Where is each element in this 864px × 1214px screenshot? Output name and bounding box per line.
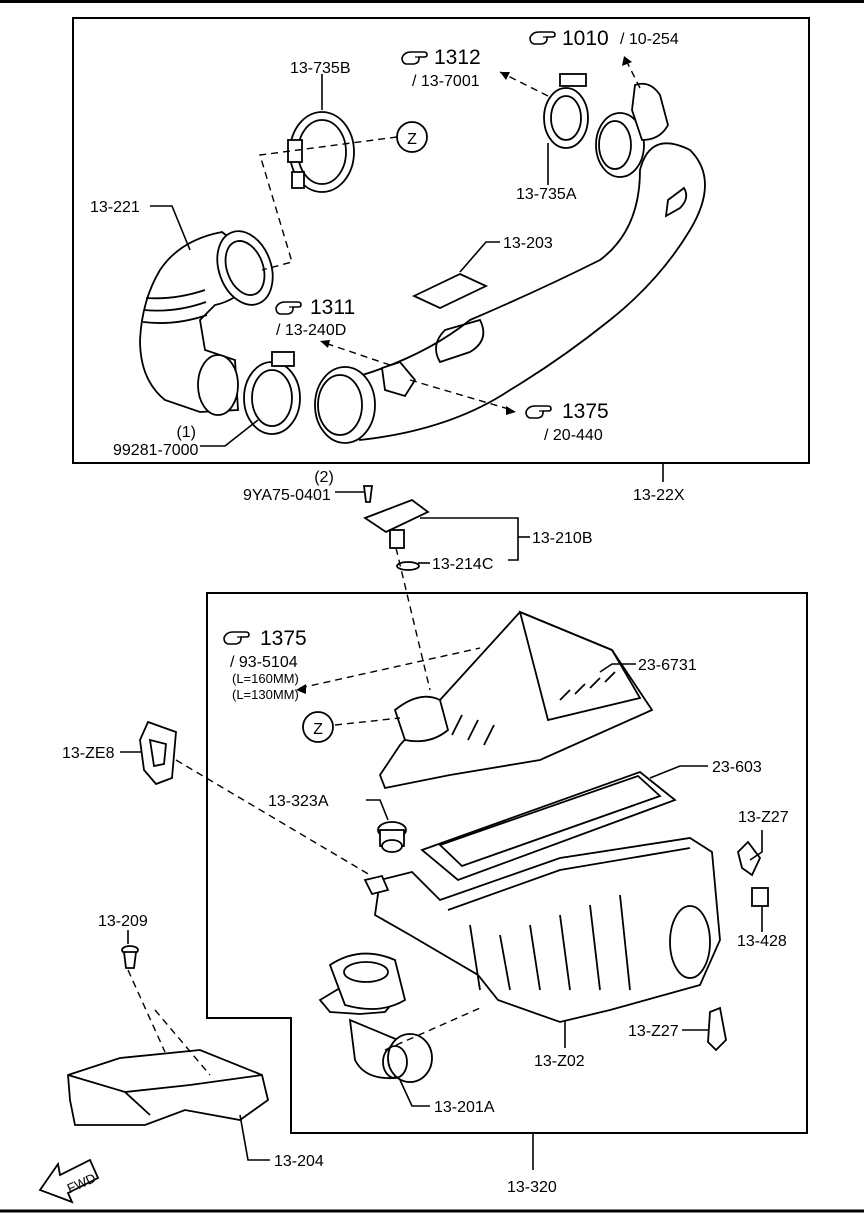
label-13-z02: 13-Z02 <box>534 1053 585 1070</box>
label-13-214c: 13-214C <box>432 556 493 573</box>
svg-text:1311: 1311 <box>310 296 355 319</box>
label-13-22x: 13-22X <box>633 487 685 504</box>
duct-13-204 <box>67 1049 270 1126</box>
grommet-13-323a <box>377 821 407 853</box>
label-99281-7000: 99281-7000 <box>113 442 199 459</box>
label-13-z27-lower: 13-Z27 <box>628 1023 679 1040</box>
pointing-hand-icon <box>525 405 552 419</box>
svg-text:/ 10-254: / 10-254 <box>620 31 679 48</box>
part-13-428 <box>751 887 769 907</box>
label-9ya75-0401: 9YA75-0401 <box>243 487 331 504</box>
label-13-735a: 13-735A <box>516 186 577 203</box>
svg-text:1010: 1010 <box>562 27 609 50</box>
pointing-hand-icon <box>223 631 250 645</box>
label-13-320: 13-320 <box>507 1179 557 1196</box>
clamp-99281-7000 <box>243 351 301 435</box>
svg-text:1312: 1312 <box>434 46 481 69</box>
pointing-hand-icon <box>275 301 302 315</box>
label-13-735b: 13-735B <box>290 60 351 77</box>
svg-text:/ 13-240D: / 13-240D <box>276 322 346 339</box>
clip-13-z27-lower <box>707 1006 727 1052</box>
label-plate-13-203 <box>411 273 489 309</box>
duct-13-22x <box>314 82 706 444</box>
svg-text:1375: 1375 <box>260 627 307 650</box>
label-99281-qty: (1) <box>176 424 196 441</box>
ref-1311: 1311 / 13-240D <box>275 296 355 339</box>
sensor-13-210b <box>362 485 430 571</box>
clamp-13-735b <box>287 111 355 193</box>
svg-text:/ 20-440: / 20-440 <box>544 427 603 444</box>
label-13-221: 13-221 <box>90 199 140 216</box>
label-13-z27-upper: 13-Z27 <box>738 809 789 826</box>
label-13-203: 13-203 <box>503 235 553 252</box>
fwd-arrow-icon <box>38 1158 100 1204</box>
marker-z-lower: Z <box>302 711 334 743</box>
pointing-hand-icon <box>401 51 428 65</box>
marker-z-upper: Z <box>396 121 428 153</box>
label-23-603: 23-603 <box>712 759 762 776</box>
svg-text:/ 93-5104: / 93-5104 <box>230 654 298 671</box>
case-13-z02 <box>363 837 721 1023</box>
label-13-209: 13-209 <box>98 913 148 930</box>
clamp-13-735a <box>543 73 589 149</box>
upper-group-box <box>72 17 810 464</box>
fastener-13-209 <box>121 945 139 969</box>
label-13-ze8: 13-ZE8 <box>62 745 115 762</box>
svg-text:(L=130MM): (L=130MM) <box>232 687 299 702</box>
filter-element-23-603 <box>420 770 677 882</box>
bracket-13-ze8 <box>139 720 177 786</box>
cover-23-6731 <box>378 610 654 790</box>
label-13-323a: 13-323A <box>268 793 329 810</box>
svg-text:1375: 1375 <box>562 400 609 423</box>
intake-13-201a <box>318 952 433 1083</box>
label-13-428: 13-428 <box>737 933 787 950</box>
ref-1312: 1312 / 13-7001 <box>401 46 481 90</box>
svg-text:/ 13-7001: / 13-7001 <box>412 73 480 90</box>
svg-text:(L=160MM): (L=160MM) <box>232 671 299 686</box>
duct-13-221 <box>139 230 274 416</box>
svg-text:Z: Z <box>313 721 323 738</box>
ref-1010: 1010 / 10-254 <box>529 27 679 50</box>
label-13-201a: 13-201A <box>434 1099 495 1116</box>
label-13-204: 13-204 <box>274 1153 324 1170</box>
lower-group-box <box>206 592 808 1134</box>
label-13-210b: 13-210B <box>532 530 593 547</box>
ref-1375-upper: 1375 / 20-440 <box>525 400 609 444</box>
ref-1375-lower: 1375 / 93-5104 (L=160MM) (L=130MM) <box>223 627 307 702</box>
clip-13-z27-upper <box>737 840 762 877</box>
label-23-6731: 23-6731 <box>638 657 697 674</box>
label-9ya75-qty: (2) <box>314 469 334 486</box>
pointing-hand-icon <box>529 31 556 45</box>
svg-text:Z: Z <box>407 131 417 148</box>
